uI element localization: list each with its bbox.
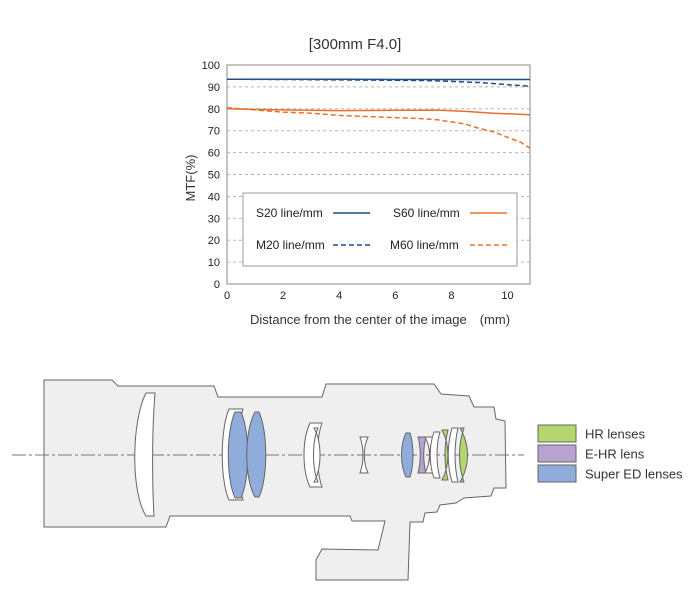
y-tick-label: 30 [208,213,220,225]
legend-label-m60: M60 line/mm [390,238,459,252]
y-tick-label: 0 [214,279,220,291]
y-tick-label: 20 [208,235,220,247]
x-tick-label: 0 [224,290,230,302]
y-tick-label: 60 [208,148,220,160]
legend-label-s60: S60 line/mm [393,206,460,220]
y-tick-label: 90 [208,82,220,94]
mtf-chart: 0 10 20 30 40 50 60 70 80 90 100 0 2 4 6 8 10 MTF(%) Di… [183,60,530,327]
super-ed-lenses-swatch [538,465,576,482]
lens-barrel [44,380,506,580]
legend-label-s20: S20 line/mm [256,206,323,220]
chart-legend [243,193,517,266]
y-tick-label: 50 [208,170,220,182]
y-axis-label: MTF(%) [183,155,198,202]
legend-label-m20: M20 line/mm [256,238,325,252]
e-hr-lens-label: E-HR lens [585,447,645,462]
super-ed-lens-1 [228,412,248,498]
y-tick-label: 80 [208,104,220,116]
x-tick-label: 2 [280,290,286,302]
chart-title: [300mm F4.0] [309,36,402,53]
y-tick-label: 100 [202,60,220,72]
super-ed-lens-3 [402,433,414,477]
hr-lenses-label: HR lenses [585,427,645,442]
y-tick-label: 10 [208,257,220,269]
hr-lenses-swatch [538,425,576,442]
e-hr-lens-swatch [538,445,576,462]
lens-legend: HR lenses E-HR lens Super ED lenses [538,425,683,482]
x-tick-label: 6 [392,290,398,302]
y-tick-label: 70 [208,126,220,138]
lens-cross-section [12,380,524,580]
x-tick-label: 8 [448,290,454,302]
super-ed-lenses-label: Super ED lenses [585,467,683,482]
x-axis-label: Distance from the center of the image (m… [250,312,510,327]
super-ed-lens-2 [247,412,266,497]
y-tick-labels: 0 10 20 30 40 50 60 70 80 90 100 [202,60,220,291]
y-tick-label: 40 [208,191,220,203]
x-tick-labels: 0 2 4 6 8 10 [224,290,514,302]
x-tick-label: 4 [336,290,342,302]
x-tick-label: 10 [501,290,513,302]
